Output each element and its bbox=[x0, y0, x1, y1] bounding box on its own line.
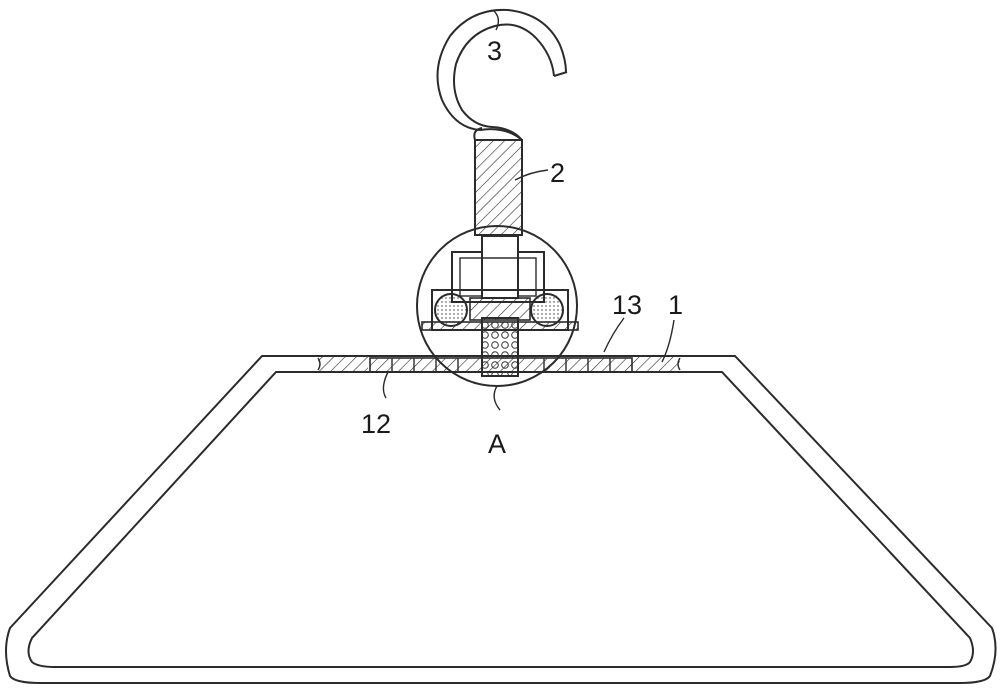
leader-body bbox=[661, 319, 675, 363]
hanger-body bbox=[5, 355, 997, 684]
leader-sleeve bbox=[382, 371, 389, 399]
label-slot: 13 bbox=[612, 290, 642, 320]
bearing-assembly bbox=[416, 225, 579, 387]
leader-detail bbox=[493, 385, 501, 411]
label-body: 1 bbox=[668, 290, 683, 320]
shaft bbox=[474, 139, 523, 236]
leader-hook bbox=[492, 9, 500, 31]
label-sleeve: 12 bbox=[361, 409, 391, 439]
label-hook: 3 bbox=[487, 36, 502, 66]
hook bbox=[436, 8, 568, 141]
label-detail: A bbox=[488, 429, 506, 459]
leader-slot bbox=[603, 317, 625, 353]
leader-shaft bbox=[514, 169, 549, 181]
label-shaft: 2 bbox=[550, 158, 565, 188]
